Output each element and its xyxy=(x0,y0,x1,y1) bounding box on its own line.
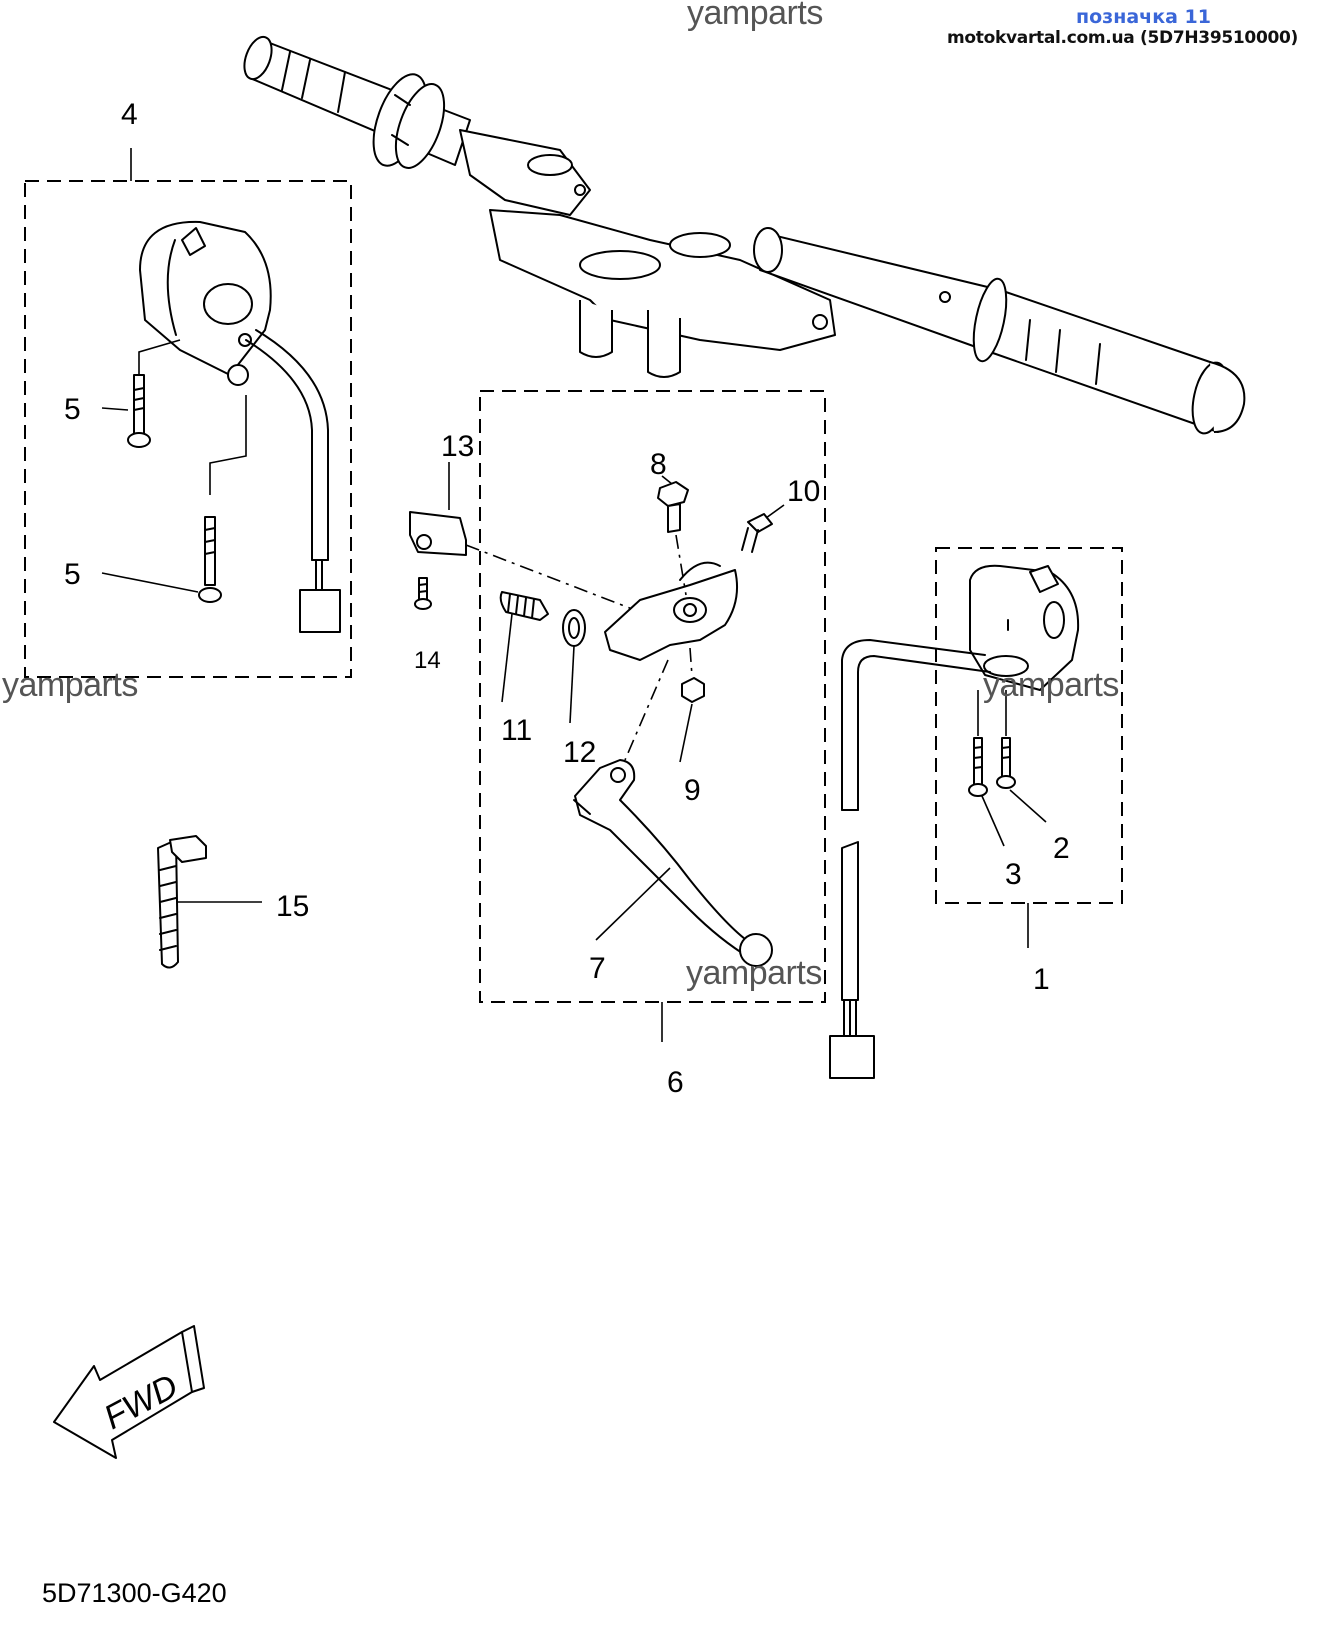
callout-1: 1 xyxy=(1033,963,1050,996)
watermark: yamparts xyxy=(2,666,138,704)
callout-8: 8 xyxy=(650,448,667,481)
fwd-arrow: FWD xyxy=(53,1325,205,1459)
drawing-code: 5D71300-G420 xyxy=(42,1578,227,1608)
source-site: motokvartal.com.ua (5D7H39510000) xyxy=(946,28,1298,48)
callout-9: 9 xyxy=(684,774,701,807)
cable-tie xyxy=(157,835,262,969)
callout-2: 2 xyxy=(1053,832,1070,865)
callout-5-upper: 5 xyxy=(64,393,81,426)
watermark: yamparts xyxy=(687,0,823,32)
handlebar-assembly xyxy=(243,35,1246,435)
callout-11: 11 xyxy=(501,714,533,747)
callout-3: 3 xyxy=(1005,858,1022,891)
callout-13: 13 xyxy=(441,430,475,463)
callout-15: 15 xyxy=(276,890,310,923)
watermark: yamparts xyxy=(686,954,822,992)
callout-6: 6 xyxy=(667,1066,684,1099)
lever-group xyxy=(409,390,826,1042)
callout-12: 12 xyxy=(563,736,597,769)
callout-4: 4 xyxy=(121,98,138,131)
callout-10: 10 xyxy=(787,475,821,508)
callout-7: 7 xyxy=(589,952,606,985)
left-switch-group xyxy=(24,148,352,678)
callout-14: 14 xyxy=(414,647,441,674)
callout-5-lower: 5 xyxy=(64,558,81,591)
designation-badge: позначка 11 xyxy=(1076,6,1211,28)
right-switch-group xyxy=(829,547,1123,1079)
watermark: yamparts xyxy=(983,666,1119,704)
